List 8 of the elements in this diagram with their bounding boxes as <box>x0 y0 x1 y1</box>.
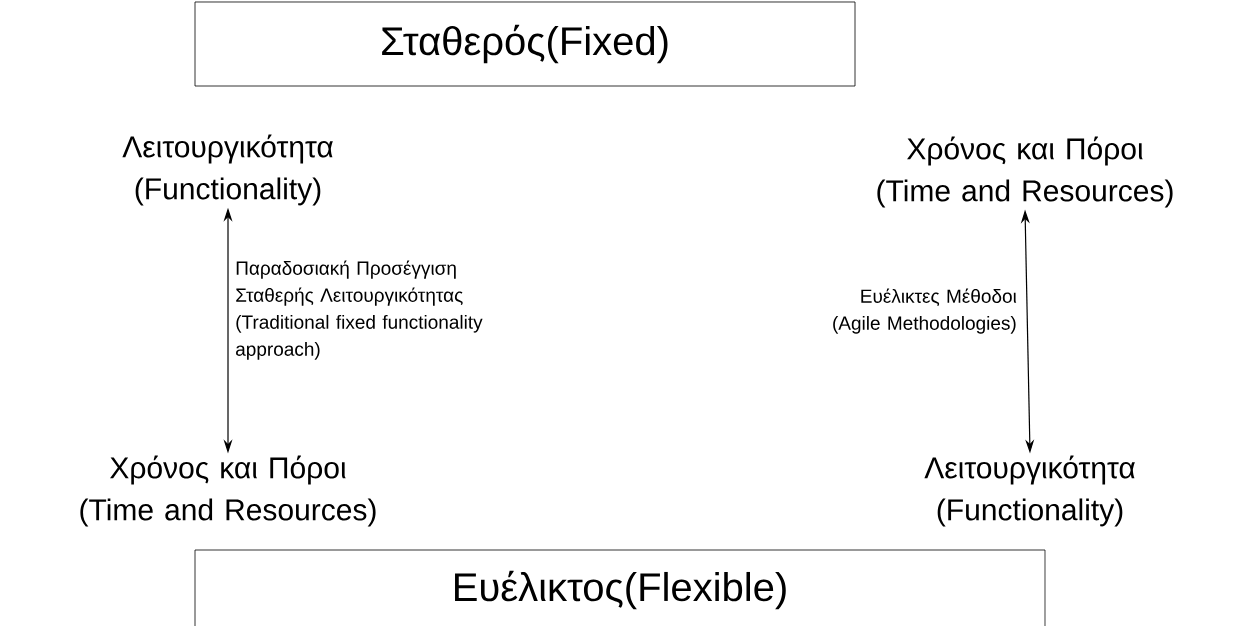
edge-label: Παραδοσιακή Προσέγγιση Σταθερής Λειτουργικότητας (Traditional fixed functionality approach) <box>236 260 483 360</box>
node-text: Χρόνος και Πόροι (Time and Resources) <box>877 136 1173 208</box>
title-box: Ευέλικτος(Flexible) <box>194 549 1046 626</box>
node-text: Λειτουργικότητα (Functionality) <box>924 455 1135 527</box>
node-text: Χρόνος και Πόροι (Time and Resources) <box>80 455 376 527</box>
node-text: Λειτουργικότητα (Functionality) <box>122 134 333 206</box>
title-box: Σταθερός(Fixed) <box>194 1 856 87</box>
edge-label: Ευέλικτες Μέθοδοι (Agile Methodologies) <box>833 288 1017 334</box>
